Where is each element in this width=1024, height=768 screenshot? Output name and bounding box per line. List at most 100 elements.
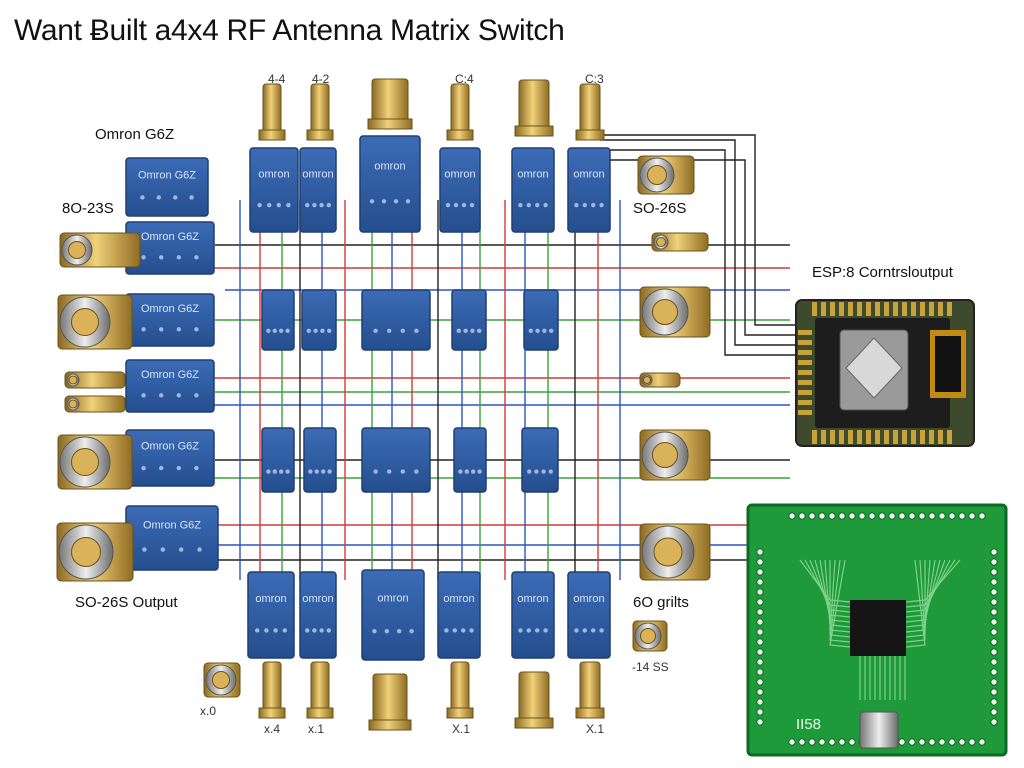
pcb-hole <box>918 738 926 746</box>
pcb-hole <box>990 598 998 606</box>
pcb-hole <box>756 618 764 626</box>
bottom-tag: x.4 <box>264 722 281 736</box>
relay-icon: omron <box>567 147 611 233</box>
relay-icon: Omron G6Z <box>125 157 209 217</box>
sma-connector-icon <box>64 395 126 413</box>
wire-line <box>600 139 800 346</box>
pcb-hole <box>756 588 764 596</box>
pcb-hole <box>868 512 876 520</box>
esp-pin <box>938 430 943 444</box>
pcb-icon <box>746 503 1008 757</box>
bottom-tag: X.1 <box>586 722 605 736</box>
sma-connector-icon <box>514 79 554 137</box>
pcb-hole <box>958 512 966 520</box>
relay-icon: omron <box>437 571 481 659</box>
relay-icon: Omron G6Z <box>125 429 215 487</box>
pcb-trace <box>905 559 926 648</box>
esp-pin <box>798 390 812 395</box>
so26-output-label: SO-26S Output <box>75 594 178 611</box>
esp-pin <box>920 302 925 316</box>
relay-label: omron <box>444 168 475 180</box>
pcb-hole <box>858 512 866 520</box>
sma-connector-icon <box>639 286 711 338</box>
esp-pin <box>947 302 952 316</box>
relay-icon: omron <box>299 571 337 659</box>
esp-pin <box>893 302 898 316</box>
sma-connector-icon <box>56 522 134 582</box>
connector-group <box>56 78 711 731</box>
pcb-hole <box>968 512 976 520</box>
pcb-hole <box>888 512 896 520</box>
sma-connector-icon <box>59 232 141 268</box>
pcb-hole <box>990 718 998 726</box>
pcb-hole <box>958 738 966 746</box>
relay-icon: omron <box>511 147 555 233</box>
pcb-hole <box>838 738 846 746</box>
sma-connector-icon <box>575 83 605 141</box>
relay-label: omron <box>374 161 405 173</box>
pcb-hole <box>928 512 936 520</box>
pcb-hole <box>788 738 796 746</box>
pcb-hole <box>756 568 764 576</box>
chip-icon <box>850 600 906 656</box>
esp-pin <box>798 370 812 375</box>
pcb-hole <box>898 512 906 520</box>
sma-connector-icon <box>639 523 711 581</box>
chip-mark: ІІ58 <box>796 716 822 733</box>
sma-connector-icon <box>639 429 711 481</box>
pcb-hole <box>756 548 764 556</box>
esp-pin <box>812 430 817 444</box>
pcb-hole <box>756 688 764 696</box>
esp-pin <box>947 430 952 444</box>
pcb-hole <box>990 668 998 676</box>
wire-line <box>600 134 800 326</box>
esp-pin <box>798 330 812 335</box>
top-tag: 4-4 <box>268 72 286 86</box>
bottom-tag: X.1 <box>452 722 471 736</box>
pcb-hole <box>798 512 806 520</box>
pcb-hole <box>990 658 998 666</box>
pcb-hole <box>990 558 998 566</box>
esp-pin <box>848 302 853 316</box>
pcb-hole <box>756 598 764 606</box>
pcb-hole <box>808 512 816 520</box>
esp-pin <box>920 430 925 444</box>
esp-pin <box>902 302 907 316</box>
esp-pin <box>938 302 943 316</box>
pcb-hole <box>756 608 764 616</box>
pcb-hole <box>756 718 764 726</box>
pcb-hole <box>756 638 764 646</box>
omron-label: Omron G6Z <box>95 126 175 143</box>
relay-label: omron <box>573 168 604 180</box>
pcb-hole <box>788 512 796 520</box>
esp-label: ESP:8 Corntrsloutput <box>812 264 953 281</box>
relay-icon <box>361 289 431 351</box>
pcb-hole <box>756 558 764 566</box>
relay-array: omron omron omron omron omron omron omron omron… <box>125 135 611 661</box>
pcb-hole <box>948 738 956 746</box>
pcb-hole <box>978 738 986 746</box>
esp-pin <box>875 302 880 316</box>
relay-label: omron <box>302 593 333 605</box>
relay-label: Omron G6Z <box>141 231 199 243</box>
esp-pin <box>884 430 889 444</box>
pcb-hole <box>990 568 998 576</box>
pcb-hole <box>898 738 906 746</box>
esp-pin <box>839 302 844 316</box>
pcb-hole <box>818 512 826 520</box>
esp-pin <box>839 430 844 444</box>
pcb-hole <box>978 512 986 520</box>
pcb-hole <box>990 628 998 636</box>
so26-label: SO-26S <box>633 200 687 217</box>
sma-connector-icon <box>446 661 474 719</box>
sma-connector-icon <box>514 671 554 729</box>
relay-icon: omron <box>249 147 299 233</box>
relay-label: omron <box>517 593 548 605</box>
pcb-hole <box>878 512 886 520</box>
sma-connector-icon <box>651 232 709 252</box>
relay-icon <box>301 289 337 351</box>
relay-icon: omron <box>359 135 421 233</box>
relay-label: omron <box>255 593 286 605</box>
relay-label: Omron G6Z <box>143 519 201 531</box>
relay-icon: omron <box>567 571 611 659</box>
